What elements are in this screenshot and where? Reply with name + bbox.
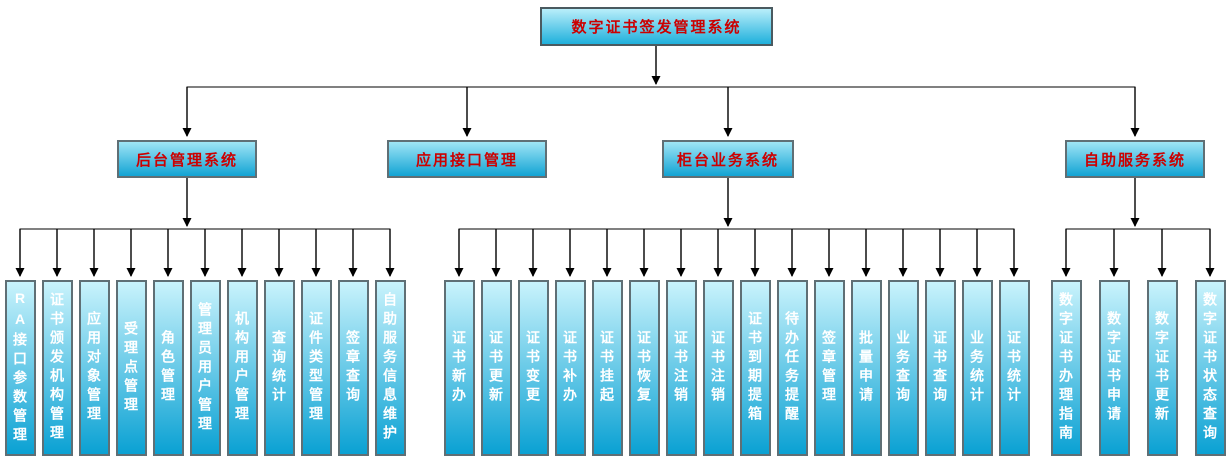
branch-node-counter-business: 柜台业务系统 bbox=[662, 140, 794, 178]
leaf-node: 证书挂起 bbox=[591, 280, 623, 456]
leaf-node: 批量申请 bbox=[850, 280, 882, 456]
leaf-node: 证书颁发机构管理 bbox=[41, 280, 73, 456]
leaf-node: 机构用户管理 bbox=[226, 280, 258, 456]
leaf-node: 证书注销 bbox=[702, 280, 734, 456]
leaf-node: 证书更新 bbox=[480, 280, 512, 456]
root-node: 数字证书签发管理系统 bbox=[540, 7, 773, 46]
leaf-node: 待办任务提醒 bbox=[776, 280, 808, 456]
leaf-node: 证书到期提箱 bbox=[739, 280, 771, 456]
leaf-node: RA接口参数管理 bbox=[4, 280, 36, 456]
branch-node-self-service: 自助服务系统 bbox=[1065, 140, 1205, 178]
leaf-node: 签章管理 bbox=[813, 280, 845, 456]
branch-node-backend-management: 后台管理系统 bbox=[117, 140, 257, 178]
leaf-node: 业务统计 bbox=[961, 280, 993, 456]
leaf-node: 证书注销 bbox=[665, 280, 697, 456]
leaf-node: 数字证书申请 bbox=[1098, 280, 1130, 456]
leaf-node: 数字证书状态查询 bbox=[1194, 280, 1226, 456]
leaf-node: 角色管理 bbox=[152, 280, 184, 456]
leaf-node: 证书新办 bbox=[443, 280, 475, 456]
leaf-node: 证书恢复 bbox=[628, 280, 660, 456]
leaf-node: 业务查询 bbox=[887, 280, 919, 456]
leaf-node: 自助服务信息维护 bbox=[374, 280, 406, 456]
leaf-node: 签章查询 bbox=[337, 280, 369, 456]
leaf-node: 数字证书办理指南 bbox=[1050, 280, 1082, 456]
leaf-node: 受理点管理 bbox=[115, 280, 147, 456]
leaf-node: 证书变更 bbox=[517, 280, 549, 456]
leaf-node: 查询统计 bbox=[263, 280, 295, 456]
leaf-node: 证书统计 bbox=[998, 280, 1030, 456]
leaf-node: 管理员用户管理 bbox=[189, 280, 221, 456]
leaf-node: 应用对象管理 bbox=[78, 280, 110, 456]
leaf-node: 证书补办 bbox=[554, 280, 586, 456]
branch-node-application-interface: 应用接口管理 bbox=[387, 140, 547, 178]
leaf-node: 证件类型管理 bbox=[300, 280, 332, 456]
leaf-node: 数字证书更新 bbox=[1146, 280, 1178, 456]
leaf-node: 证书查询 bbox=[924, 280, 956, 456]
